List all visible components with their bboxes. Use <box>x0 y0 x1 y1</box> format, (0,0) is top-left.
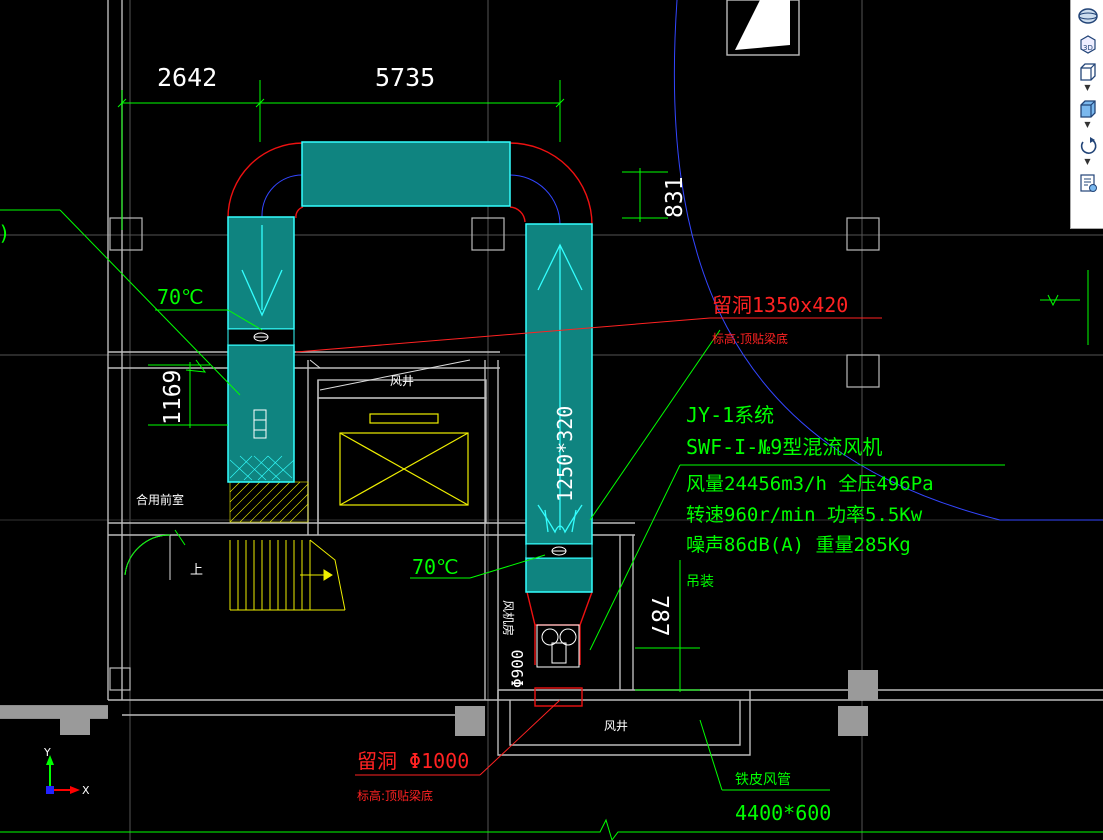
opening-top-elevation: 标高:顶贴梁底 <box>712 331 788 346</box>
equip-system: JY-1系统 <box>686 403 774 427</box>
stair-up-label: 上 <box>190 563 203 578</box>
column-markers <box>109 217 880 691</box>
equip-model: SWF-I-№9型混流风机 <box>686 435 882 459</box>
rotate-icon[interactable] <box>1075 134 1101 158</box>
left-paren: ) <box>0 221 8 245</box>
view-list-icon[interactable] <box>1075 171 1101 195</box>
opening-top-label: 留洞1350x420 <box>712 293 848 317</box>
shaded-box-icon[interactable] <box>1075 97 1101 121</box>
fire-dampers <box>227 328 593 668</box>
north-marker <box>735 0 790 50</box>
flow-arrows <box>241 225 583 534</box>
equip-speed: 转速960r/min 功率5.5Kw <box>686 504 923 526</box>
duct-size-label: 1250*320 <box>553 406 577 502</box>
green-door <box>124 359 207 576</box>
equip-airflow: 风量24456m3/h 全压496Pa <box>686 473 934 495</box>
ucs-y-label: Y <box>43 746 51 759</box>
ucs-x-label: X <box>82 784 90 797</box>
navigation-toolbar: 3D ▼ ▼ ▼ <box>1070 0 1103 229</box>
svg-text:3D: 3D <box>1083 44 1093 52</box>
shaft-top-label: 风井 <box>390 374 414 388</box>
equip-noise: 噪声86dB(A) 重量285Kg <box>686 534 911 556</box>
dim-1169: 1169 <box>160 370 186 425</box>
dim-2642: 2642 <box>157 63 217 92</box>
ducts <box>227 141 593 593</box>
structural-columns <box>0 670 878 736</box>
opening-bottom-elevation: 标高:顶贴梁底 <box>357 788 433 803</box>
annotation-leaders <box>295 317 882 776</box>
dim-787: 787 <box>646 595 672 637</box>
dim-831: 831 <box>662 176 688 218</box>
room-label: 合用前室 <box>136 492 184 507</box>
chevron-down-icon[interactable]: ▼ <box>1084 120 1091 129</box>
temp-label-left: 70℃ <box>157 285 204 309</box>
orbit-icon[interactable] <box>1075 4 1101 28</box>
fan-room-label: 风机房 <box>501 600 516 636</box>
shaft-bottom-label: 风井 <box>604 719 628 733</box>
break-line <box>0 818 1103 840</box>
equipment-specs: JY-1系统 SWF-I-№9型混流风机 风量24456m3/h 全压496Pa… <box>686 403 934 590</box>
iron-duct-size: 4400*600 <box>735 801 831 825</box>
chevron-down-icon[interactable]: ▼ <box>1084 157 1091 166</box>
chevron-down-icon[interactable]: ▼ <box>1084 83 1091 92</box>
shaft-cross <box>339 413 469 506</box>
3d-view-icon[interactable]: 3D <box>1075 32 1101 56</box>
duct-hatch <box>229 481 309 523</box>
box-view-icon[interactable] <box>1075 60 1101 84</box>
stairs <box>229 539 346 611</box>
ucs-icon: Y X <box>43 746 90 797</box>
duct-hatch-lower <box>229 455 295 481</box>
phi900-label: Φ900 <box>508 649 527 688</box>
equip-mount: 吊装 <box>686 574 714 590</box>
temp-label-right: 70℃ <box>412 555 459 579</box>
iron-duct-label: 铁皮风管 <box>735 772 791 788</box>
dim-5735: 5735 <box>375 63 435 92</box>
opening-bottom-label: 留洞 Φ1000 <box>357 749 469 773</box>
